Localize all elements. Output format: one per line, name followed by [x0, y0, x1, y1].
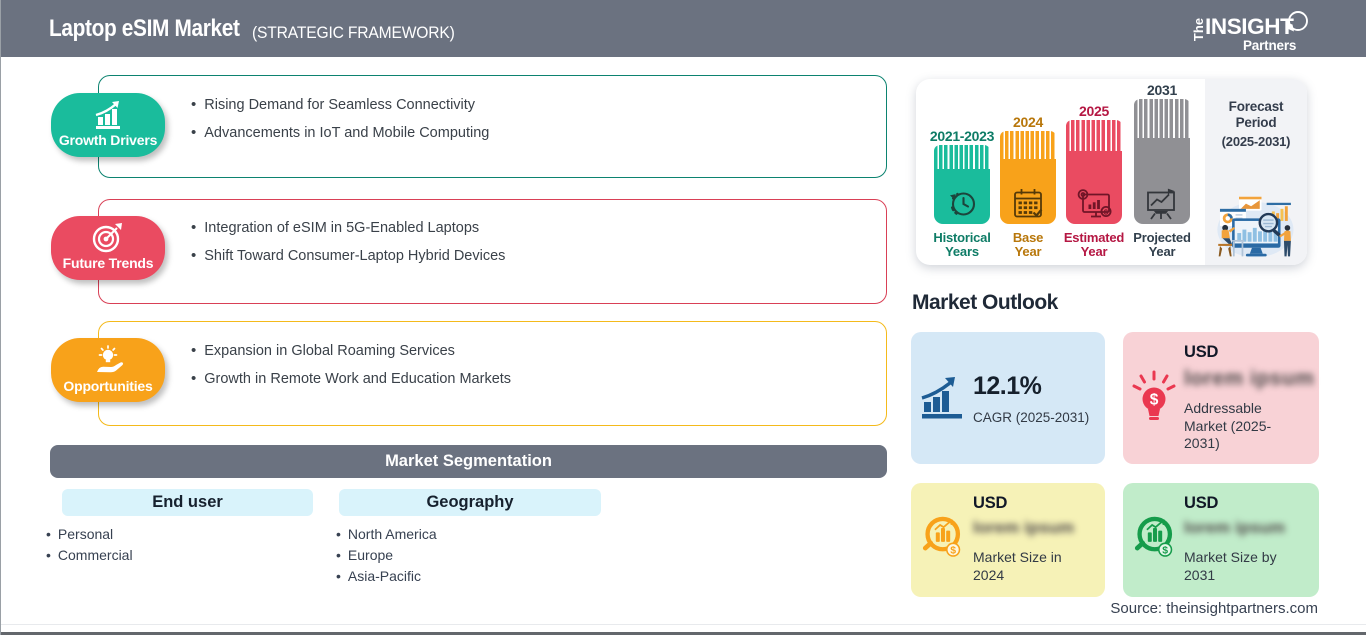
svg-text:$: $ — [1162, 545, 1168, 556]
svg-text:$: $ — [1150, 392, 1159, 409]
svg-text:$: $ — [950, 545, 956, 556]
svg-text:$: $ — [1104, 208, 1109, 217]
